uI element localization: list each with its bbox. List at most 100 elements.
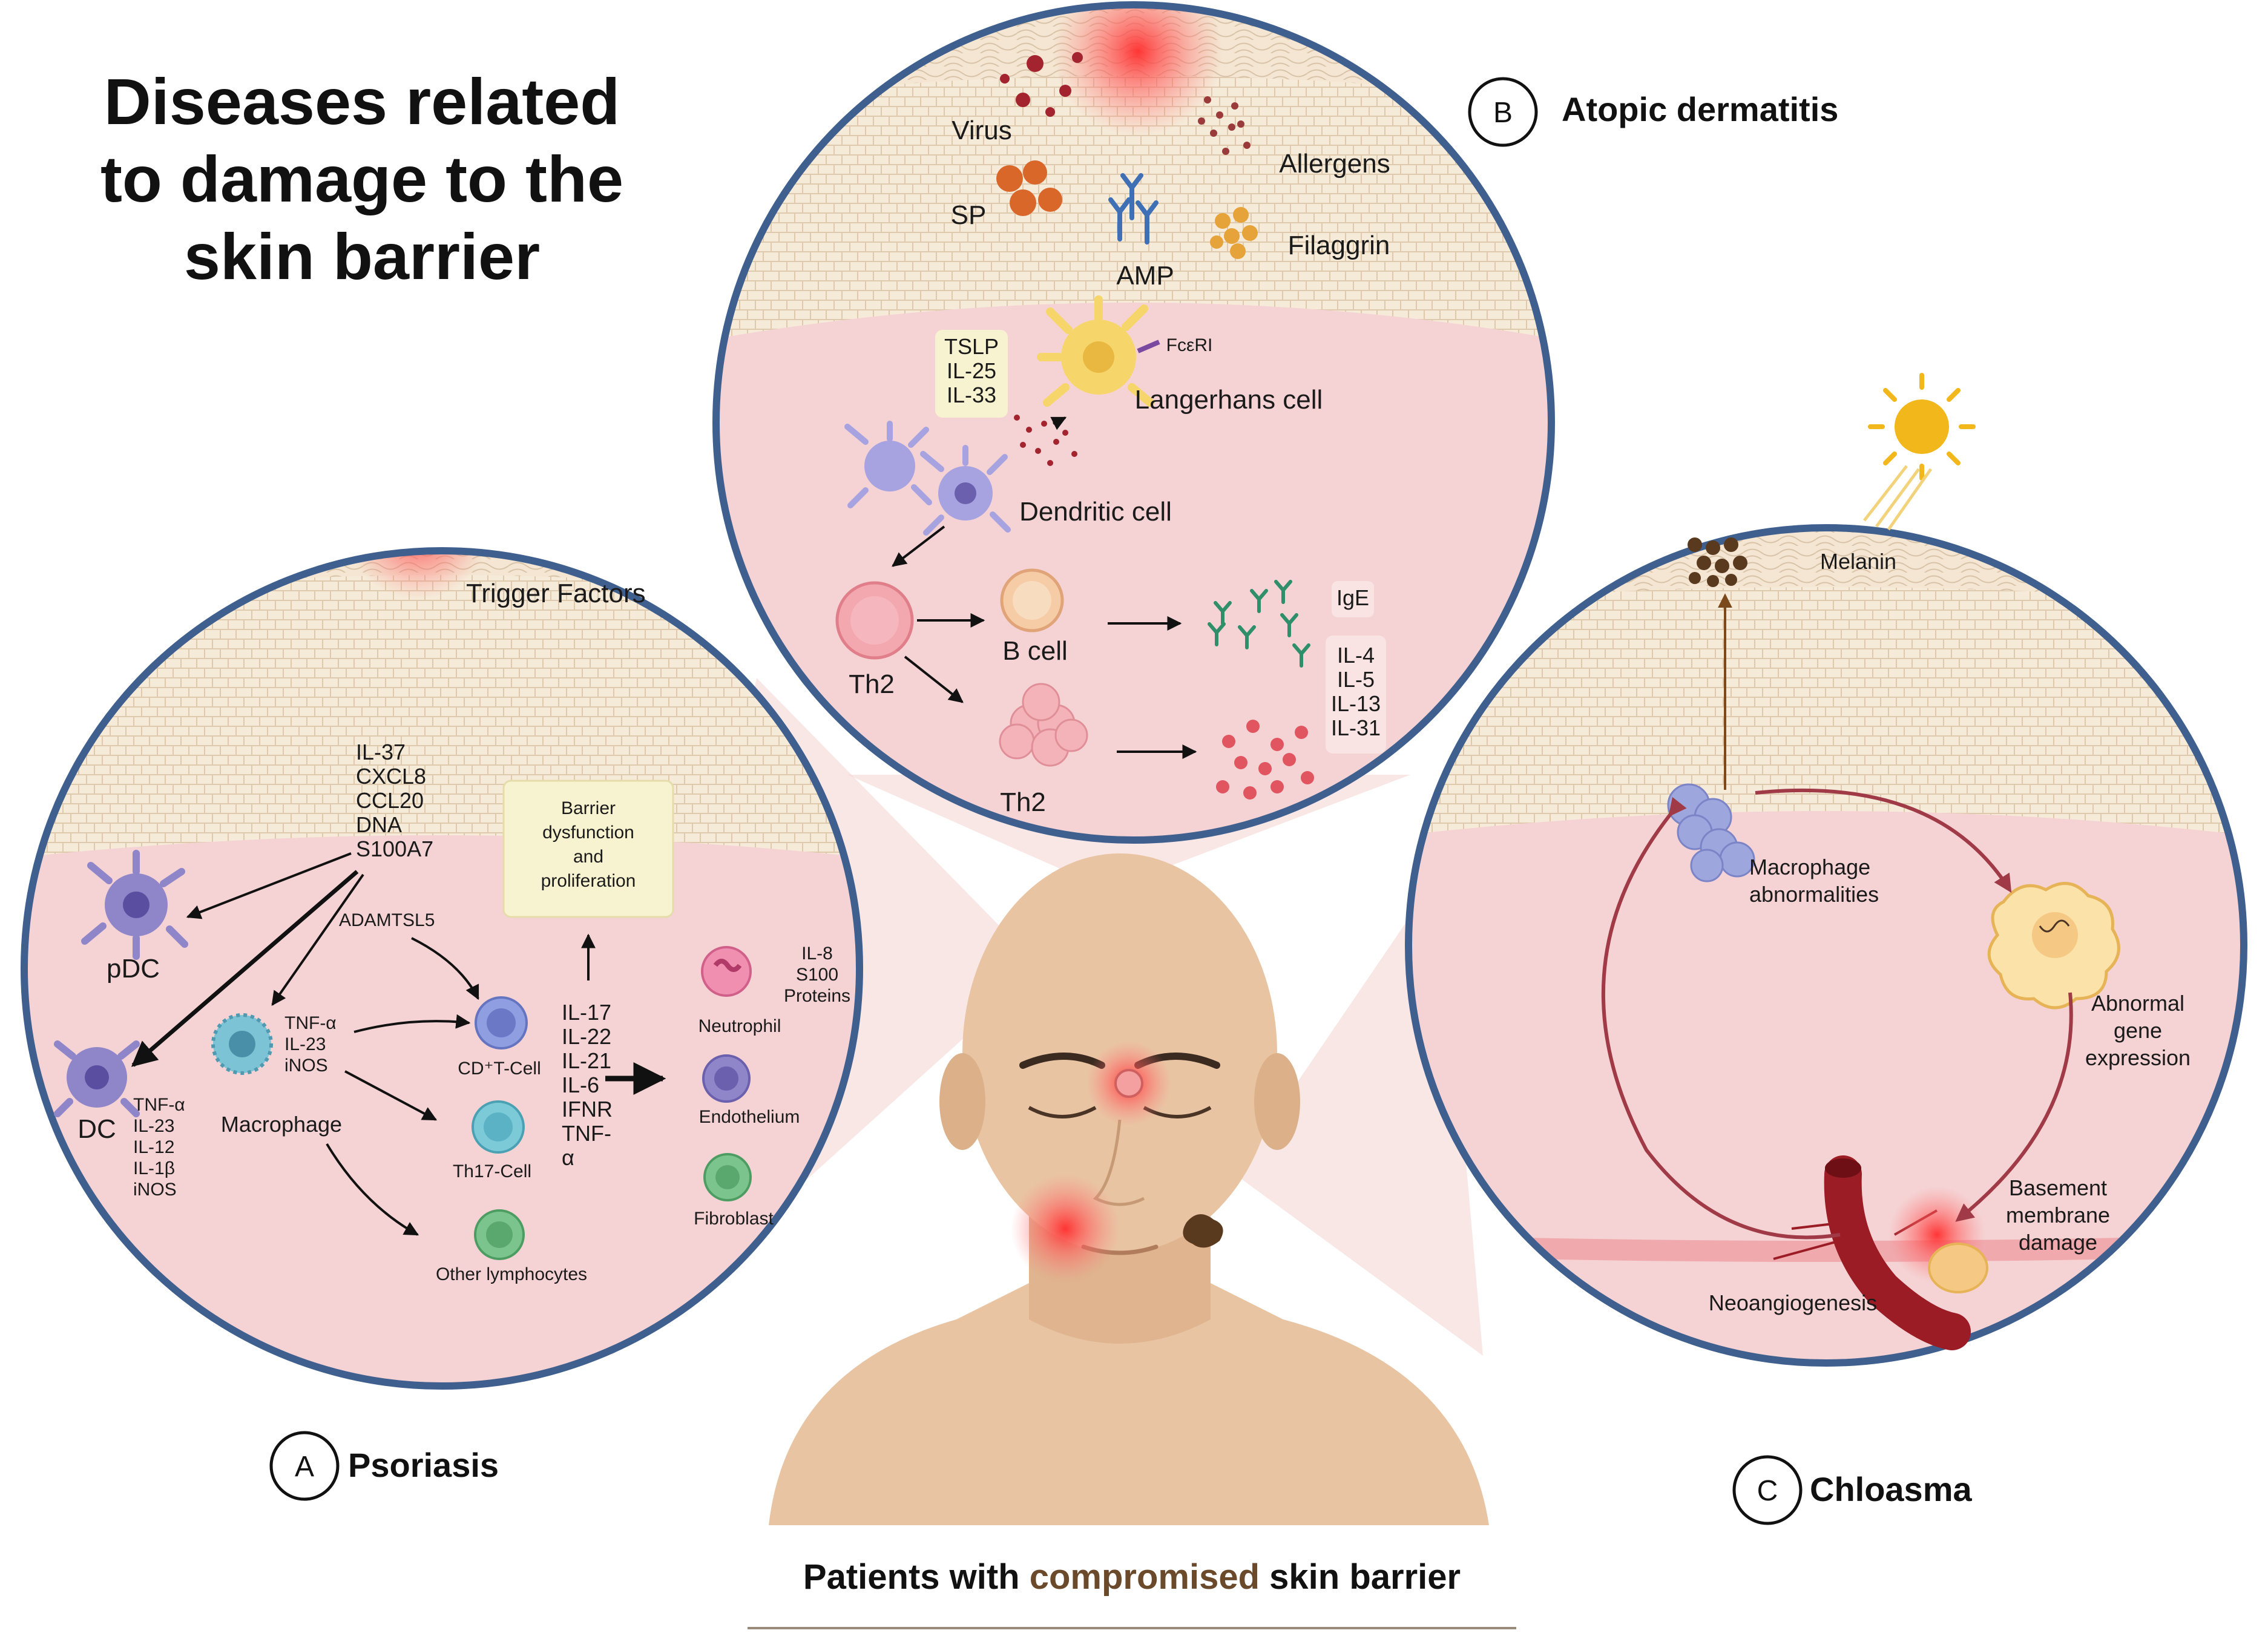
virus-particles bbox=[1000, 52, 1083, 117]
caption-highlight: compromised bbox=[1030, 1557, 1260, 1597]
fibroblast-cell bbox=[703, 1153, 752, 1201]
neutrophil-product: S100 bbox=[796, 965, 838, 985]
alarmin-box bbox=[935, 330, 1008, 418]
mediator-label: CXCL8 bbox=[356, 764, 426, 789]
th2-label: Th2 bbox=[1000, 787, 1046, 817]
macrophage-cell bbox=[211, 1013, 273, 1075]
allergens-label: Allergens bbox=[1279, 149, 1390, 179]
title-line: to damage to the bbox=[100, 142, 623, 215]
endothelium-label: Endothelium bbox=[699, 1107, 800, 1127]
barrier-box-line: proliferation bbox=[541, 871, 636, 891]
caption-part: Patients with bbox=[803, 1557, 1030, 1597]
bcell-label: B cell bbox=[1002, 636, 1068, 666]
il-item: IL-17 bbox=[562, 1000, 611, 1025]
dendritic-label: Dendritic cell bbox=[1019, 497, 1172, 527]
ige-antibodies bbox=[1208, 580, 1310, 668]
mediator-label: DNA bbox=[356, 812, 402, 837]
th2-cell-a bbox=[835, 581, 914, 660]
il-item: IL-21 bbox=[562, 1048, 611, 1073]
bottom-caption: Patients with compromised skin barrier bbox=[748, 1557, 1516, 1629]
neutrophil-cell bbox=[701, 946, 752, 997]
melanin-label: Melanin bbox=[1820, 549, 1896, 574]
il-item: IL-22 bbox=[562, 1024, 611, 1049]
bcell bbox=[1000, 568, 1064, 632]
gene-label: Abnormal bbox=[2091, 991, 2184, 1016]
dc-cytokine: iNOS bbox=[133, 1180, 177, 1200]
il-item: IFNR bbox=[562, 1097, 613, 1122]
melanin-cluster bbox=[1688, 537, 1747, 587]
panel-name: Chloasma bbox=[1810, 1470, 1972, 1508]
th2-label: Th2 bbox=[849, 669, 895, 699]
th2-cytokine: IL-13 bbox=[1331, 691, 1381, 716]
endothelium-cell bbox=[702, 1054, 751, 1103]
cd-tcell-label: CD⁺T-Cell bbox=[458, 1059, 541, 1079]
macrophage-label: Macrophage bbox=[1749, 855, 1870, 879]
alarmin-label: IL-25 bbox=[947, 358, 996, 383]
psoriasis-arrows bbox=[131, 852, 666, 1236]
pdc-label: pDC bbox=[107, 954, 160, 984]
other-lymphocytes bbox=[474, 1209, 525, 1260]
panel-letter: B bbox=[1493, 97, 1513, 129]
virus-label: Virus bbox=[952, 116, 1011, 145]
barrier-box-line: dysfunction bbox=[542, 823, 634, 842]
th2-cytokine: IL-5 bbox=[1337, 667, 1375, 692]
trigger-factors-label: Trigger Factors bbox=[466, 579, 646, 608]
ige-box bbox=[1332, 581, 1374, 617]
panel-name: Atopic dermatitis bbox=[1562, 90, 1838, 128]
dc-cytokine: TNF-α bbox=[133, 1095, 185, 1115]
svg-text:Patients with compromised skin: Patients with compromised skin barrier bbox=[803, 1557, 1461, 1597]
barrier-box-line: and bbox=[573, 847, 603, 867]
langerhans-label: Langerhans cell bbox=[1135, 385, 1323, 415]
mediator-label: S100A7 bbox=[356, 836, 433, 861]
other-lymph-label: Other lymphocytes bbox=[436, 1264, 587, 1284]
barrier-box bbox=[502, 780, 674, 918]
adamtsl5-label: ADAMTSL5 bbox=[339, 910, 435, 930]
mac-cytokine: IL-23 bbox=[284, 1034, 326, 1054]
mediator-label: IL-37 bbox=[356, 740, 406, 764]
secretion-dots bbox=[1014, 415, 1077, 466]
il-item: TNF- bbox=[562, 1121, 611, 1146]
fibroblast-label: Fibroblast bbox=[694, 1209, 774, 1229]
label-c: C Chloasma bbox=[1732, 1455, 1972, 1525]
panel-chloasma: Melanin Macrophage abnormalities Abnorma… bbox=[1405, 373, 2247, 1367]
cytokine-dots bbox=[1216, 720, 1314, 800]
amp-icon bbox=[1108, 173, 1159, 245]
sun-icon bbox=[1863, 373, 1976, 531]
neutrophil-label: Neutrophil bbox=[698, 1016, 781, 1036]
basement-label: membrane bbox=[2006, 1203, 2110, 1227]
panel-name: Psoriasis bbox=[348, 1446, 499, 1484]
abnormal-cell bbox=[1987, 882, 2120, 1010]
alarmin-label: IL-33 bbox=[947, 383, 996, 407]
gene-label: gene bbox=[2114, 1018, 2162, 1043]
th17-label: Th17-Cell bbox=[453, 1161, 531, 1181]
title-line: Diseases related bbox=[104, 65, 620, 138]
allergen-dots bbox=[1198, 96, 1251, 155]
basement-label: Basement bbox=[2009, 1175, 2107, 1200]
patient-face bbox=[769, 853, 1489, 1525]
atopic-arrows bbox=[892, 416, 1197, 759]
th2-cytokine: IL-4 bbox=[1337, 643, 1375, 668]
sp-icon bbox=[996, 160, 1062, 216]
th2-cytokine: IL-31 bbox=[1331, 715, 1381, 740]
filaggrin-label: Filaggrin bbox=[1288, 231, 1390, 260]
panel-letter: A bbox=[295, 1451, 314, 1483]
il-item: α bbox=[562, 1145, 574, 1170]
filaggrin-icon bbox=[1210, 207, 1258, 259]
dc-cytokine: IL-23 bbox=[133, 1116, 174, 1136]
macrophage-label: abnormalities bbox=[1749, 882, 1879, 907]
il-item: IL-6 bbox=[562, 1072, 599, 1097]
alarmin-label: TSLP bbox=[944, 334, 999, 359]
figure-title: Diseases related to damage to the skin b… bbox=[100, 65, 623, 293]
basement-label: damage bbox=[2019, 1230, 2097, 1255]
mac-cytokine: iNOS bbox=[284, 1056, 328, 1076]
caption-part: skin barrier bbox=[1260, 1557, 1461, 1597]
sp-label: SP bbox=[951, 200, 987, 230]
dc-cytokine: IL-12 bbox=[133, 1137, 174, 1157]
pdc-cell bbox=[81, 850, 188, 960]
langerhans-cell bbox=[1037, 295, 1160, 407]
cycle-arrows bbox=[1601, 593, 2073, 1240]
label-b: B Atopic dermatitis bbox=[1468, 77, 1838, 147]
neutrophil-product: IL-8 bbox=[801, 944, 833, 964]
neutrophil-product: Proteins bbox=[784, 986, 850, 1006]
panel-letter: C bbox=[1757, 1475, 1778, 1507]
